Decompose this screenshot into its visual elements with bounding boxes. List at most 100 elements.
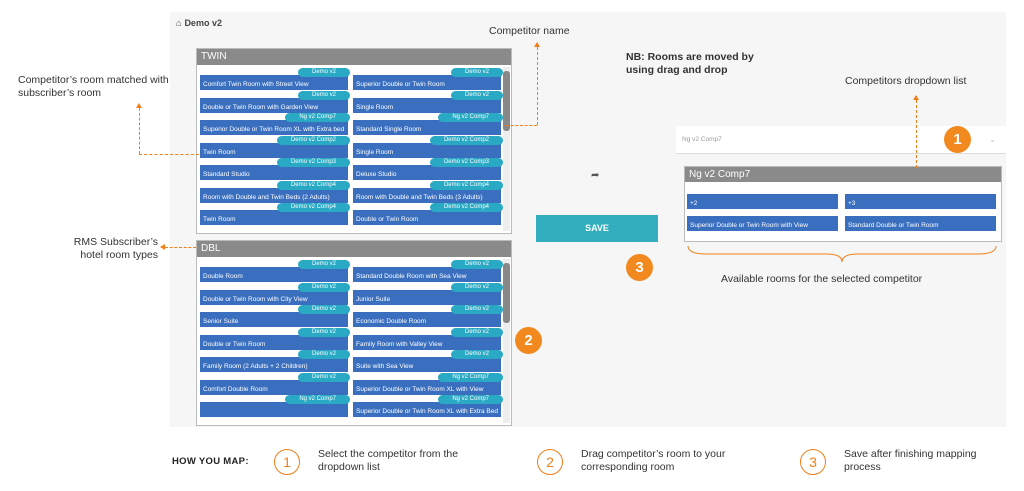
room-card[interactable]: Standard Double Room with Sea View Demo v… bbox=[353, 260, 503, 282]
room-label: Double or Twin Room with City View bbox=[203, 295, 308, 303]
room-label: Standard Studio bbox=[203, 171, 250, 178]
room-card[interactable]: Single Room Demo v2 Comp2 bbox=[353, 135, 503, 158]
room-label: Superior Double or Twin Room bbox=[356, 81, 445, 88]
room-card[interactable]: Double or Twin Room Demo v2 bbox=[200, 327, 350, 350]
competitor-rooms-panel: Ng v2 Comp7 +2 +3 Superior Double or Twi… bbox=[684, 166, 1002, 242]
room-card[interactable]: Double or Twin Room Demo v2 Comp4 bbox=[353, 203, 503, 225]
leader-line bbox=[537, 47, 538, 125]
chevron-down-icon: ⌄ bbox=[989, 135, 996, 144]
scroll-thumb[interactable] bbox=[503, 71, 510, 131]
competitor-tag: Demo v2 bbox=[450, 260, 503, 269]
room-card[interactable]: Room with Double and Twin Beds (3 Adults… bbox=[353, 180, 503, 203]
room-label: Twin Room bbox=[203, 148, 236, 156]
room-label: Standard Double Room with Sea View bbox=[356, 273, 467, 280]
room-label: Senior Suite bbox=[203, 318, 239, 325]
competitor-tag: Demo v2 bbox=[297, 68, 350, 77]
twin-scrollbar[interactable] bbox=[503, 67, 510, 231]
competitor-tag: Demo v2 Comp3 bbox=[276, 158, 350, 167]
room-card[interactable]: Superior Double or Twin Room XL with Ext… bbox=[353, 395, 503, 417]
room-card[interactable]: Superior Double or Twin Room XL with Ext… bbox=[200, 113, 350, 135]
room-label: Family Room (2 Adults + 2 Children) bbox=[203, 363, 308, 370]
room-card[interactable]: Double or Twin Room with Garden View Demo… bbox=[200, 90, 350, 113]
competitor-room[interactable]: Standard Double or Twin Room bbox=[845, 216, 996, 231]
competitor-tag: Demo v2 bbox=[297, 350, 350, 359]
room-label: Economic Double Room bbox=[356, 318, 427, 325]
room-card[interactable]: Deluxe Studio Demo v2 Comp3 bbox=[353, 158, 503, 180]
competitor-tag: Demo v2 bbox=[450, 282, 503, 292]
step-badge-3: 3 bbox=[626, 254, 653, 281]
competitor-tag: Demo v2 bbox=[450, 305, 503, 314]
room-label: Deluxe Studio bbox=[356, 171, 397, 178]
competitor-tag: Demo v2 Comp2 bbox=[429, 135, 503, 145]
leader-arrow bbox=[136, 103, 142, 108]
room-label: Double or Twin Room bbox=[203, 340, 266, 348]
breadcrumb[interactable]: ⌂Demo v2 bbox=[176, 18, 222, 28]
scroll-thumb[interactable] bbox=[503, 263, 510, 323]
room-label: Comfort Twin Room with Street View bbox=[203, 81, 309, 88]
room-label: Junior Suite bbox=[356, 295, 391, 303]
room-card[interactable]: Ng v2 Comp7 bbox=[200, 395, 350, 417]
room-card[interactable]: Standard Studio Demo v2 Comp3 bbox=[200, 158, 350, 180]
room-label: Single Room bbox=[356, 103, 394, 111]
dbl-panel-title: DBL bbox=[197, 241, 511, 257]
competitor-tag: Ng v2 Comp7 bbox=[285, 395, 350, 404]
competitor-tag: Ng v2 Comp7 bbox=[285, 113, 350, 122]
room-label: Double or Twin Room with Garden View bbox=[203, 103, 319, 111]
room-label: Superior Double or Twin Room XL with Vie… bbox=[356, 385, 484, 393]
room-label: Suite with Sea View bbox=[356, 363, 414, 370]
room-card[interactable]: Economic Double Room Demo v2 bbox=[353, 305, 503, 327]
room-card[interactable]: Room with Double and Twin Beds (2 Adults… bbox=[200, 180, 350, 203]
room-label: Comfort Double Room bbox=[203, 385, 268, 393]
redo-arrow-icon[interactable]: ➦ bbox=[591, 170, 600, 181]
competitor-panel-title: Ng v2 Comp7 bbox=[685, 167, 1001, 182]
competitor-tag: Demo v2 bbox=[297, 260, 350, 269]
competitor-tag: Demo v2 Comp4 bbox=[429, 203, 503, 212]
step-text-2: Drag competitor’s room to your correspon… bbox=[581, 448, 726, 473]
competitor-tag: Demo v2 bbox=[450, 350, 503, 359]
competitor-tag: Demo v2 bbox=[450, 327, 503, 337]
step-text-1: Select the competitor from the dropdown … bbox=[318, 448, 459, 473]
room-label: Single Room bbox=[356, 148, 394, 156]
room-label: Double or Twin Room bbox=[356, 216, 419, 223]
competitor-tag: Demo v2 bbox=[297, 327, 350, 337]
competitor-room[interactable]: Superior Double or Twin Room with View bbox=[687, 216, 838, 231]
annotation-nb: NB: Rooms are moved by using drag and dr… bbox=[626, 51, 754, 76]
room-card[interactable]: Comfort Double Room Demo v2 bbox=[200, 372, 350, 395]
step-text-3: Save after finishing mapping process bbox=[844, 448, 977, 473]
leader-arrow bbox=[913, 95, 919, 100]
competitor-tag: Ng v2 Comp7 bbox=[438, 372, 503, 382]
how-to-title: HOW YOU MAP: bbox=[172, 456, 249, 467]
competitor-tag: Demo v2 Comp3 bbox=[429, 158, 503, 167]
room-label: Standard Single Room bbox=[356, 126, 422, 133]
room-card[interactable]: Junior Suite Demo v2 bbox=[353, 282, 503, 305]
leader-line bbox=[916, 100, 917, 168]
annotation-competitor-name: Competitor name bbox=[489, 25, 570, 37]
room-card[interactable]: Suite with Sea View Demo v2 bbox=[353, 350, 503, 372]
save-button[interactable]: SAVE bbox=[536, 215, 658, 242]
competitor-tag: Demo v2 bbox=[297, 90, 350, 100]
room-label: Room with Double and Twin Beds (3 Adults… bbox=[356, 193, 483, 201]
competitor-tag: Demo v2 bbox=[297, 372, 350, 382]
competitor-room[interactable]: +2 bbox=[687, 194, 838, 209]
room-card[interactable]: Comfort Twin Room with Street View Demo v… bbox=[200, 68, 350, 90]
step-circle-3: 3 bbox=[800, 449, 826, 475]
room-label: Superior Double or Twin Room XL with Ext… bbox=[203, 126, 345, 133]
leader-arrow bbox=[534, 42, 540, 47]
dbl-scrollbar[interactable] bbox=[503, 259, 510, 423]
room-card[interactable]: Family Room (2 Adults + 2 Children) Demo … bbox=[200, 350, 350, 372]
step-badge-2: 2 bbox=[515, 327, 542, 354]
room-card[interactable]: Superior Double or Twin Room XL with Vie… bbox=[353, 372, 503, 395]
competitor-room[interactable]: +3 bbox=[845, 194, 996, 209]
